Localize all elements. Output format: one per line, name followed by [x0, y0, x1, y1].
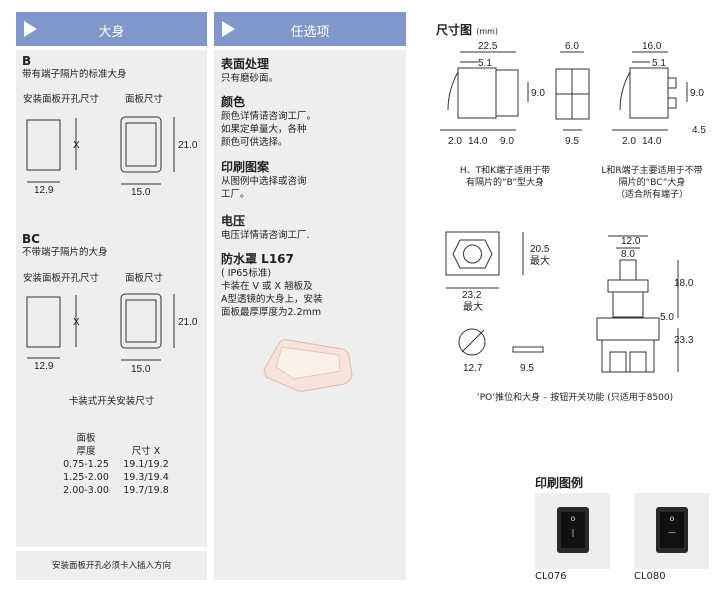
section-text: 工厂。 [221, 189, 250, 200]
table-cell: 19.7/19.8 [123, 485, 169, 496]
bc-desc: 不带端子隔片的大身 [22, 247, 108, 258]
d1-a: 22.5 [478, 41, 498, 52]
snap-title: 卡装式开关安装尺寸 [68, 396, 155, 407]
d3-d: 2.0 [622, 136, 636, 147]
d1-c: 9.0 [531, 88, 545, 99]
bc-panel-label: 面板尺寸 [125, 273, 164, 284]
rocker-switch-icon: o— [656, 507, 688, 553]
thickness-column: 面板 厚度 0.75-1.25 1.25-2.00 2.00-3.00 [56, 432, 116, 497]
section-text: 如果定单量大，各种 [221, 124, 307, 135]
size-column: 尺寸 X 19.1/19.2 19.3/19.4 19.7/19.8 [116, 445, 176, 497]
b-x-label: X [73, 140, 80, 151]
legend-item-cl076: o| [535, 493, 610, 569]
po-c: 18.0 [674, 278, 694, 289]
section-title: 印刷图案 [221, 160, 270, 174]
po-key: 9.5 [520, 363, 534, 374]
bc-h2: 21.0 [178, 317, 198, 328]
po-e: 23.3 [674, 335, 694, 346]
caption-bc: L和R端子主要适用于不带隔片的“BC”大身（适合所有端子） [601, 166, 703, 200]
section-text: 电压详情请咨询工厂. [221, 230, 310, 241]
d2-b: 9.5 [565, 136, 579, 147]
b-w1: 12.9 [34, 185, 54, 196]
bc-cutout-label: 安装面板开孔尺寸 [23, 273, 100, 284]
b-code: B [22, 54, 32, 68]
bc-x-label: X [73, 317, 80, 328]
po-caption: ‘PO’推位和大身 – 按钮开关功能 (只适用于8500) [476, 393, 674, 403]
po-dia: 12.7 [463, 363, 483, 374]
bc-dimension-drawing: X 12.9 21.0 15.0 [26, 293, 198, 375]
d1-b: 5.1 [478, 58, 492, 69]
d3-b: 5.1 [652, 58, 666, 69]
b-dimension-drawing: X 12.9 21.0 15.0 [26, 116, 198, 198]
footer-note: 安装面板开孔必须卡入插入方向 [16, 551, 207, 580]
body-panel: B 带有端子隔片的标准大身 安装面板开孔尺寸 面板尺寸 X 12.9 21.0 … [16, 50, 207, 547]
caption-b: H、T和K端子适用于带有隔片的“B”型大身 [459, 166, 551, 188]
col-header: 面板 [76, 433, 96, 444]
table-cell: 1.25-2.00 [63, 472, 109, 483]
play-icon [222, 21, 235, 37]
section-text: ( IP65标准) [221, 268, 272, 279]
d3-e: 14.0 [642, 136, 662, 147]
switch-dimension-drawings: 22.5 5.1 9.0 2.0 14.0 9.0 6.0 9.5 16.0 5… [440, 41, 706, 147]
section-title: 颜色 [221, 95, 246, 109]
section-text: 颜色可供选择。 [221, 137, 288, 148]
section-text: 卡装在 V 或 X 翘板及 [221, 281, 313, 292]
col-header: 尺寸 X [131, 446, 161, 457]
legend-code: CL076 [535, 571, 567, 582]
d3-a: 16.0 [642, 41, 662, 52]
b-h2: 21.0 [178, 140, 198, 151]
b-panel-label: 面板尺寸 [125, 94, 164, 105]
options-header: 任选项 [214, 12, 406, 46]
section-title: 电压 [221, 214, 246, 228]
col-header: 厚度 [76, 446, 96, 457]
b-w2: 15.0 [131, 187, 151, 198]
bc-code: BC [22, 232, 40, 246]
play-icon [24, 21, 37, 37]
body-header: 大身 [16, 12, 207, 46]
d1-f: 9.0 [500, 136, 514, 147]
dims-title: 尺寸图 (mm) [436, 23, 499, 37]
section-text: 只有磨砂面。 [221, 73, 279, 84]
d1-e: 14.0 [468, 136, 488, 147]
po-b: 8.0 [621, 249, 635, 260]
legend-code: CL080 [634, 571, 666, 582]
bc-w1: 12.9 [34, 361, 54, 372]
d1-d: 2.0 [448, 136, 462, 147]
rocker-switch-icon: o| [557, 507, 589, 553]
dims-unit: (mm) [476, 27, 499, 36]
legend-title: 印刷图例 [535, 476, 584, 490]
po-w: 23.2 [462, 290, 482, 301]
section-title: 防水罩 L167 [221, 252, 294, 266]
section-text: A型透镜的大身上，安装 [221, 294, 323, 305]
po-d: 5.0 [660, 312, 674, 323]
section-title: 表面处理 [221, 57, 270, 71]
b-cutout-label: 安装面板开孔尺寸 [23, 94, 100, 105]
table-cell: 2.00-3.00 [63, 485, 109, 496]
body-header-title: 大身 [98, 25, 125, 40]
section-text: 面板最厚厚度为2.2mm [221, 307, 322, 318]
waterproof-cover-image [263, 339, 353, 392]
table-cell: 19.1/19.2 [123, 459, 169, 470]
b-desc: 带有端子隔片的标准大身 [22, 69, 127, 80]
po-a: 12.0 [621, 236, 641, 247]
d2-a: 6.0 [565, 41, 579, 52]
legend-item-cl080: o— [634, 493, 709, 569]
po-h: 20.5 [530, 244, 550, 255]
po-h-max: 最大 [530, 254, 550, 267]
options-panel: 表面处理 只有磨砂面。 颜色 颜色详情请咨询工厂。 如果定单量大，各种 颜色可供… [214, 50, 406, 580]
d3-f: 4.5 [692, 125, 706, 136]
po-w-max: 最大 [463, 300, 483, 313]
po-dimension-drawing: 20.5 最大 23.2 最大 12.7 9.5 12.0 8.0 18.0 5… [445, 231, 694, 374]
d3-c: 9.0 [690, 88, 704, 99]
table-cell: 19.3/19.4 [123, 472, 169, 483]
options-header-title: 任选项 [290, 25, 330, 40]
table-cell: 0.75-1.25 [63, 459, 109, 470]
section-text: 颜色详情请咨询工厂。 [221, 111, 317, 122]
bc-w2: 15.0 [131, 364, 151, 375]
section-text: 从图例中选择或咨询 [221, 176, 307, 187]
